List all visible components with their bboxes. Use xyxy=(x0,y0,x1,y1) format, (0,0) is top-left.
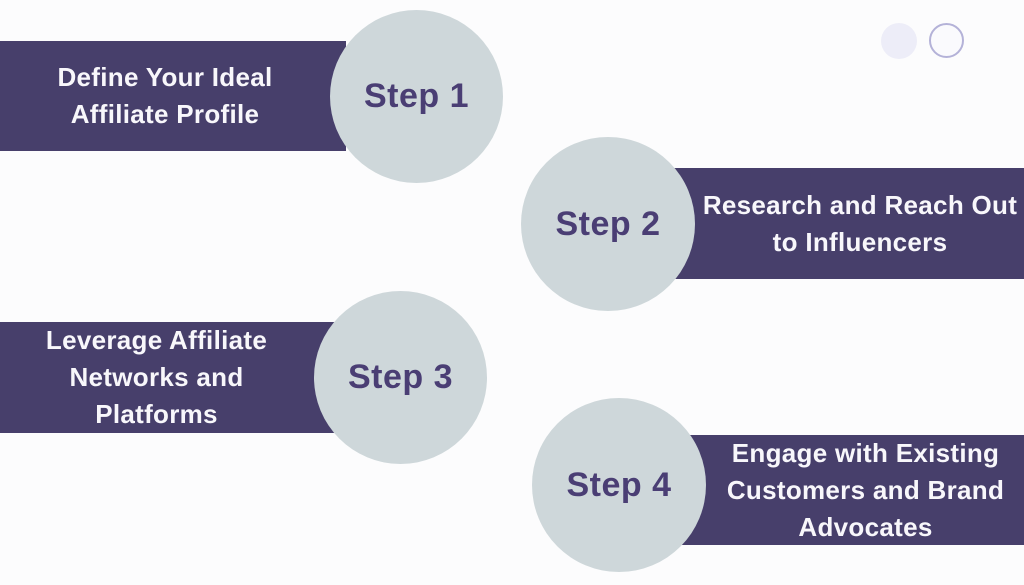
step-4-label: Step 4 xyxy=(566,465,672,504)
step-3-description: Leverage Affiliate Networks and Platform… xyxy=(45,325,268,429)
step-1-bar: Define Your Ideal Affiliate Profile xyxy=(0,41,346,151)
step-2-label: Step 2 xyxy=(555,204,661,243)
step-1-label: Step 1 xyxy=(363,77,470,115)
decor-dot-outlined xyxy=(929,23,964,58)
step-2-circle: Step 2 xyxy=(521,137,695,311)
step-3-circle: Step 3 xyxy=(314,291,487,464)
decor-dot-filled xyxy=(881,23,917,59)
step-1-description: Define Your Ideal Affiliate Profile xyxy=(57,62,273,129)
step-4-description: Engage with Existing Customers and Brand… xyxy=(726,437,1005,542)
step-3-label: Step 3 xyxy=(347,358,454,396)
step-2-description: Research and Reach Out to Influencers xyxy=(702,189,1018,257)
step-4-circle: Step 4 xyxy=(532,398,706,572)
step-1-circle: Step 1 xyxy=(330,10,503,183)
